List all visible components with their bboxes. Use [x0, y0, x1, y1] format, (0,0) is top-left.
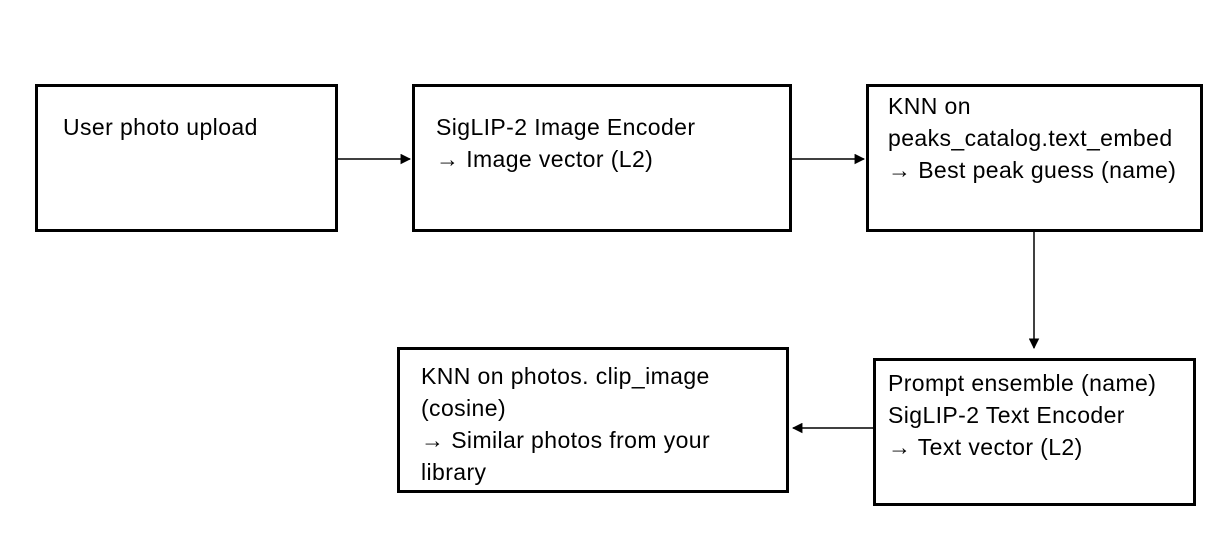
- node-text-line: peaks_catalog.text_embed: [888, 125, 1173, 151]
- node-text-line: → Text vector (L2): [888, 434, 1083, 460]
- node-text-line: → Image vector (L2): [436, 146, 654, 172]
- node-knn-photos-clip-image: KNN on photos. clip_image (cosine) → Sim…: [397, 347, 789, 493]
- node-text-line: SigLIP-2 Text Encoder: [888, 402, 1125, 428]
- node-prompt-ensemble-text-encoder: Prompt ensemble (name) SigLIP-2 Text Enc…: [873, 358, 1196, 506]
- node-knn-peaks-catalog: KNN on peaks_catalog.text_embed → Best p…: [866, 84, 1203, 232]
- node-text-line: → Best peak guess (name): [888, 157, 1177, 183]
- node-text-line: KNN on photos. clip_image: [421, 363, 710, 389]
- node-text-line: SigLIP-2 Image Encoder: [436, 114, 696, 140]
- node-text-line: Prompt ensemble (name): [888, 370, 1157, 396]
- node-siglip2-image-encoder: SigLIP-2 Image Encoder → Image vector (L…: [412, 84, 792, 232]
- node-text-line: → Similar photos from your: [421, 427, 711, 453]
- node-text-line: (cosine): [421, 395, 507, 421]
- node-text-line: KNN on: [888, 93, 971, 119]
- node-user-photo-upload: User photo upload: [35, 84, 338, 232]
- node-text-line: User photo upload: [63, 114, 258, 140]
- node-text-line: library: [421, 459, 487, 485]
